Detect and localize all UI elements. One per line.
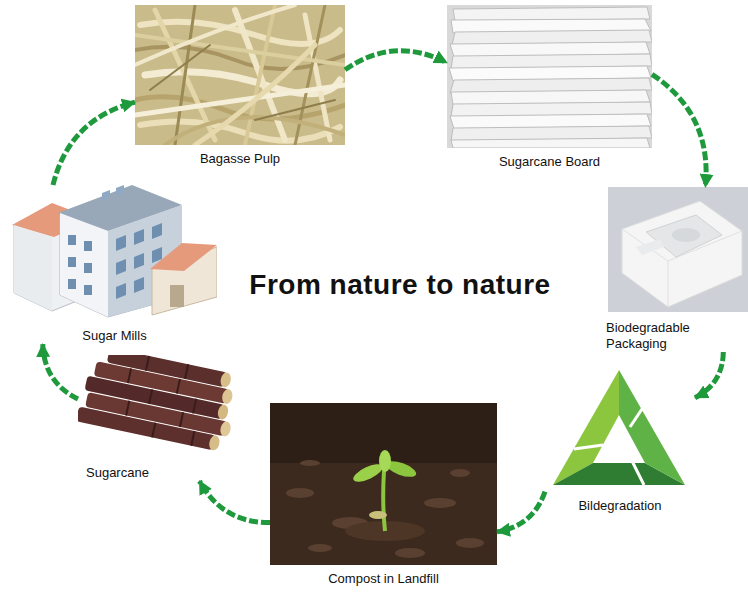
recycle-triangle	[548, 365, 690, 490]
picture-node: Bagasse Pulp	[135, 5, 345, 167]
cycle-arrow	[200, 481, 271, 523]
packaging-picture	[608, 187, 748, 312]
picture-node: Sugarcane	[78, 355, 240, 481]
node-label: Biodegradable Packaging	[606, 320, 744, 352]
mill-building	[12, 185, 217, 317]
node-label: Sugarcane	[86, 465, 240, 481]
cane-logs	[78, 355, 240, 453]
cycle-arrow	[53, 102, 135, 185]
seedling	[351, 450, 418, 531]
bagasse-fibres	[135, 5, 345, 145]
cycle-arrow	[695, 352, 723, 398]
board-stack	[449, 7, 652, 148]
compost-picture	[270, 403, 497, 565]
cycle-arrow	[652, 74, 706, 187]
cycle-arrow	[497, 492, 545, 532]
mill-picture	[12, 185, 217, 320]
sugarcane-picture	[78, 355, 240, 465]
cycle-arrow	[43, 344, 78, 399]
node-label: Bildegradation	[545, 498, 695, 514]
picture-node: Compost in Landfill	[270, 403, 497, 587]
picture-node: Bildegradation	[545, 365, 695, 514]
board-picture	[447, 5, 652, 148]
tray	[622, 201, 742, 307]
diagram-title: From nature to nature	[200, 268, 600, 302]
soil-grains	[286, 460, 484, 558]
node-label: Sugar Mills	[12, 328, 217, 344]
recycle-cuts	[574, 403, 646, 485]
node-label: Sugarcane Board	[447, 154, 652, 170]
node-label: Bagasse Pulp	[135, 151, 345, 167]
picture-node: Biodegradable Packaging	[606, 187, 744, 352]
node-label: Compost in Landfill	[270, 571, 497, 587]
cycle-arrow	[345, 51, 447, 70]
picture-node: Sugar Mills	[12, 185, 217, 344]
picture-node: Sugarcane Board	[447, 5, 652, 170]
bagasse-picture	[135, 5, 345, 145]
